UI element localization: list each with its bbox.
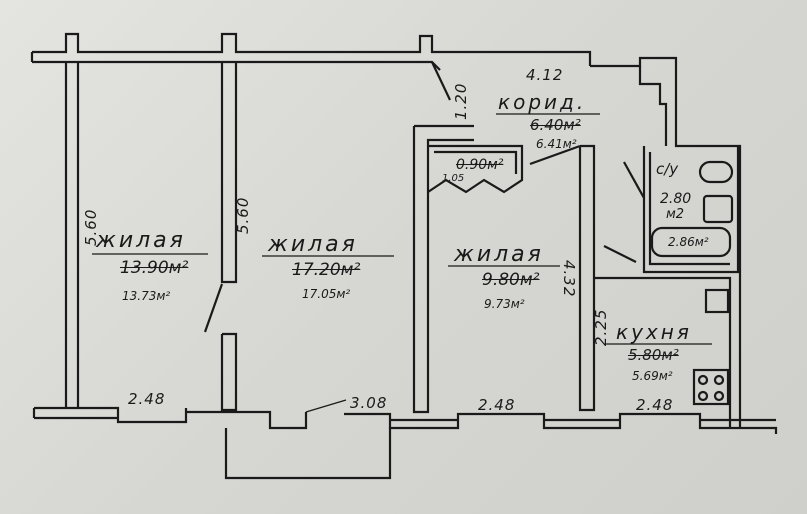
- room3-right: [578, 144, 596, 412]
- kitchen-upper: [594, 276, 732, 428]
- bath-door: [623, 161, 645, 199]
- dim-corridor-depth: 1.20: [452, 82, 470, 120]
- bathroom-name: с/у: [656, 160, 679, 178]
- bottom-wall-3: [186, 410, 308, 430]
- corridor-area-new: 6.41м²: [536, 137, 577, 151]
- bath-block: [642, 146, 740, 274]
- bottom-wall-4: [344, 412, 778, 434]
- diag-corridor-room3: [529, 144, 581, 166]
- bath-door-2: [603, 245, 637, 263]
- dim-corridor-width: 4.12: [526, 66, 564, 84]
- kitchen-name: кухня: [616, 320, 692, 344]
- dim-kitchen-depth: 2.25: [592, 308, 610, 346]
- top-wall-inner: [32, 60, 441, 71]
- room3-area-new: 9.73м²: [484, 297, 525, 311]
- dim-kitchen-width: 2.48: [636, 396, 674, 414]
- dim-balcony-width: 3.08: [350, 394, 388, 412]
- sink: [698, 160, 734, 184]
- partition-1-2b: [220, 332, 238, 412]
- closet-wall-2: [434, 150, 518, 174]
- balcony: [224, 428, 392, 480]
- dim-room3-width: 2.48: [478, 396, 516, 414]
- bathroom-area-orig: 2.80: [660, 191, 692, 207]
- kitchen-sink: [704, 288, 730, 314]
- bath-inner-wall: [648, 152, 730, 266]
- dim-room3-depth: 4.32: [560, 260, 578, 298]
- closet-area-orig: 0.90м²: [456, 157, 504, 173]
- kitchen-area-orig: 5.80м²: [628, 346, 679, 364]
- bathtub: [650, 226, 732, 258]
- dim-partition-height: 5.60: [234, 196, 252, 234]
- bottom-wall: [34, 406, 188, 424]
- bathroom-unit: м2: [666, 207, 685, 222]
- closet-wall: [427, 144, 524, 194]
- door-arc-line: [203, 283, 224, 333]
- corridor-name: корид.: [498, 90, 587, 114]
- room3-name: жилая: [454, 242, 544, 267]
- bath-inner: [638, 66, 668, 146]
- dim-balcony-leader: [305, 399, 347, 413]
- stove: [692, 368, 730, 406]
- kitchen-area-new: 5.69м²: [632, 369, 673, 383]
- room2-area-new: 17.05м²: [302, 287, 351, 301]
- corridor-area-orig: 6.40м²: [530, 116, 581, 134]
- corridor-diagonal: [431, 61, 451, 101]
- room2-name: жилая: [268, 232, 358, 257]
- room2-area-orig: 17.20м²: [292, 260, 361, 280]
- toilet: [702, 194, 734, 224]
- room1-area-new: 13.73м²: [122, 289, 171, 303]
- room3-area-orig: 9.80м²: [482, 270, 540, 290]
- dim-room1-width: 2.48: [128, 390, 166, 408]
- closet-area-new: 1.05: [442, 173, 465, 184]
- room1-name: жилая: [96, 228, 186, 253]
- room1-area-orig: 13.90м²: [120, 258, 189, 278]
- top-wall: [32, 32, 592, 66]
- bathroom-area-new: 2.86м²: [668, 235, 709, 249]
- partition-2-3: [412, 126, 474, 414]
- partition-1-2a: [220, 62, 238, 284]
